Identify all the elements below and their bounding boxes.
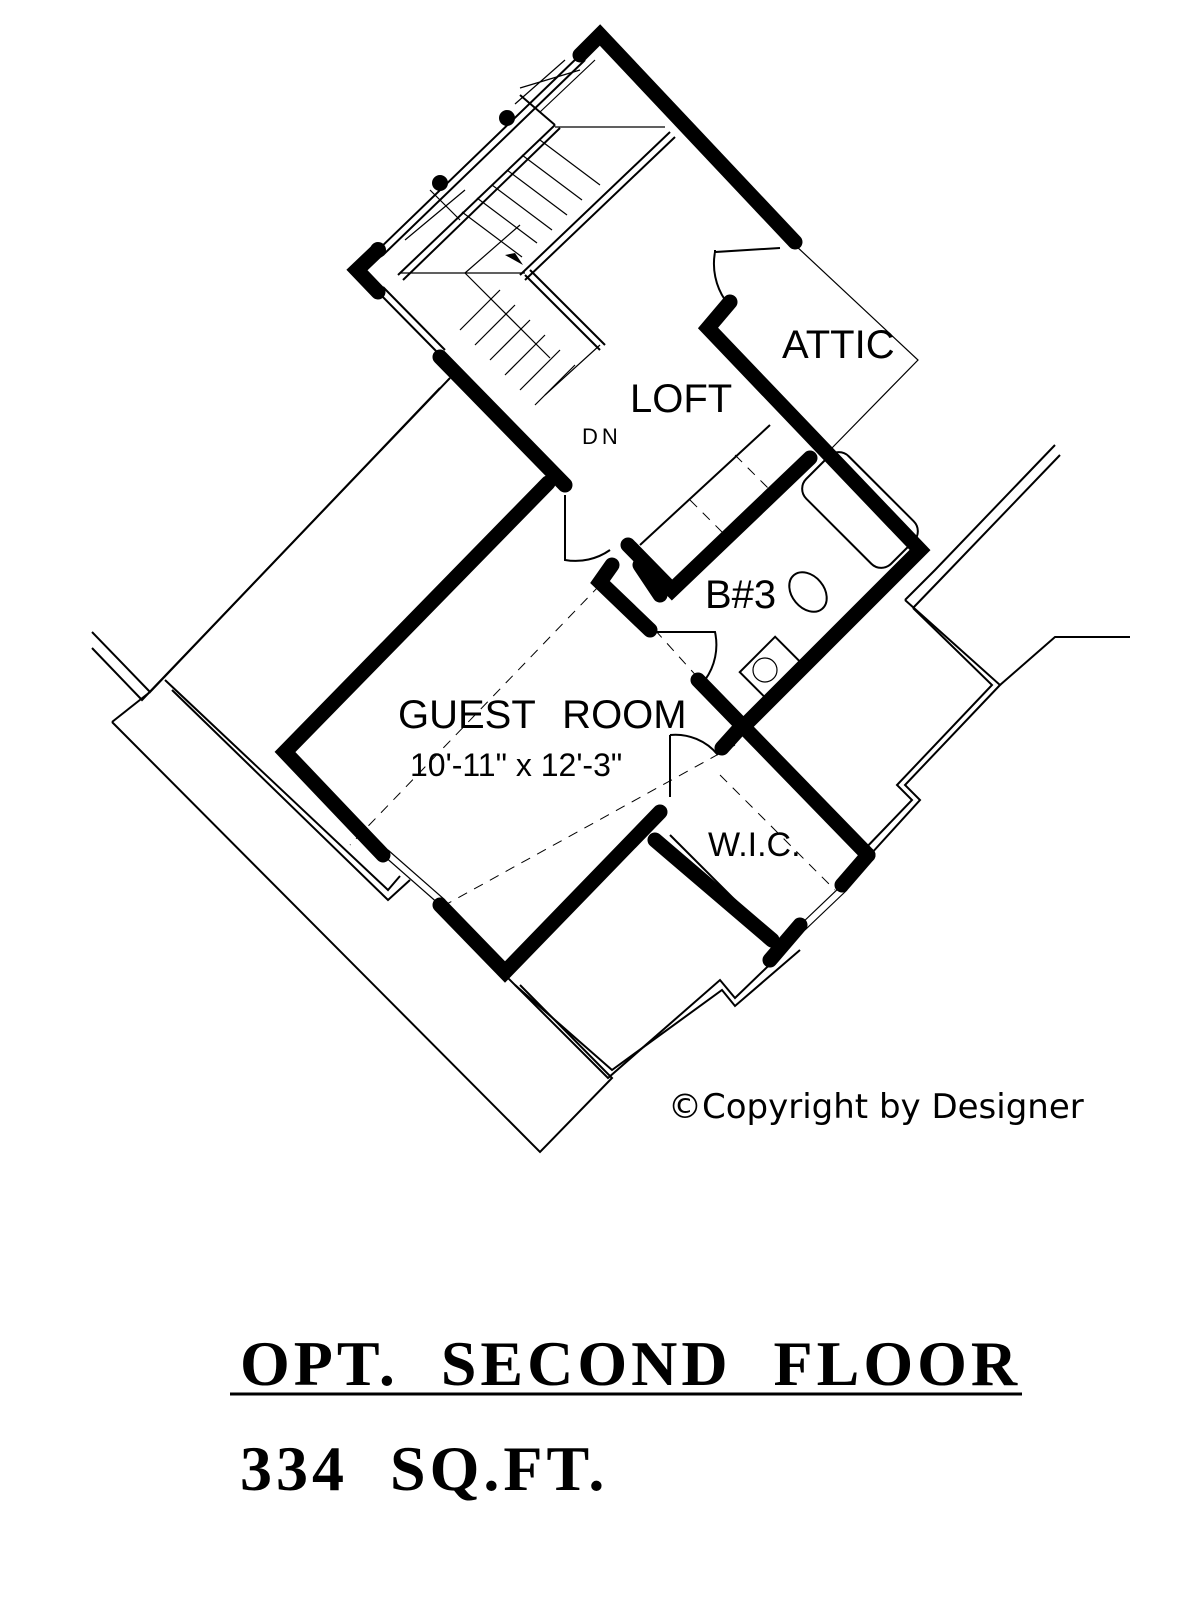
walls bbox=[274, 24, 931, 983]
plan-title: OPT. SECOND FLOOR bbox=[240, 1328, 1021, 1399]
staircase bbox=[370, 54, 676, 406]
guest-room-dimensions: 10'-11" x 12'-3" bbox=[410, 747, 622, 783]
toilet bbox=[788, 571, 828, 613]
stair-direction-label: DN bbox=[582, 424, 622, 449]
room-label-attic: ATTIC bbox=[782, 323, 895, 367]
plan-area: 334 SQ.FT. bbox=[240, 1433, 608, 1504]
attic-door bbox=[712, 247, 781, 301]
bath-door bbox=[655, 631, 718, 681]
room-label-wic: W.I.C. bbox=[708, 826, 801, 864]
fixtures bbox=[349, 247, 919, 946]
bathtub bbox=[801, 451, 919, 569]
room-label-guest-room: GUEST ROOM bbox=[398, 693, 687, 737]
stair-treads bbox=[404, 59, 601, 406]
copyright-notice: ©Copyright by Designer bbox=[668, 1087, 1084, 1127]
exterior-outlines bbox=[91, 244, 1130, 1154]
sink bbox=[752, 657, 778, 683]
stair-arrow-icon bbox=[505, 253, 523, 265]
loft-door bbox=[564, 495, 611, 562]
sink-counter bbox=[738, 635, 809, 706]
closet-door bbox=[669, 733, 719, 797]
room-label-loft: LOFT bbox=[630, 377, 732, 421]
room-label-bath: B#3 bbox=[705, 573, 776, 617]
